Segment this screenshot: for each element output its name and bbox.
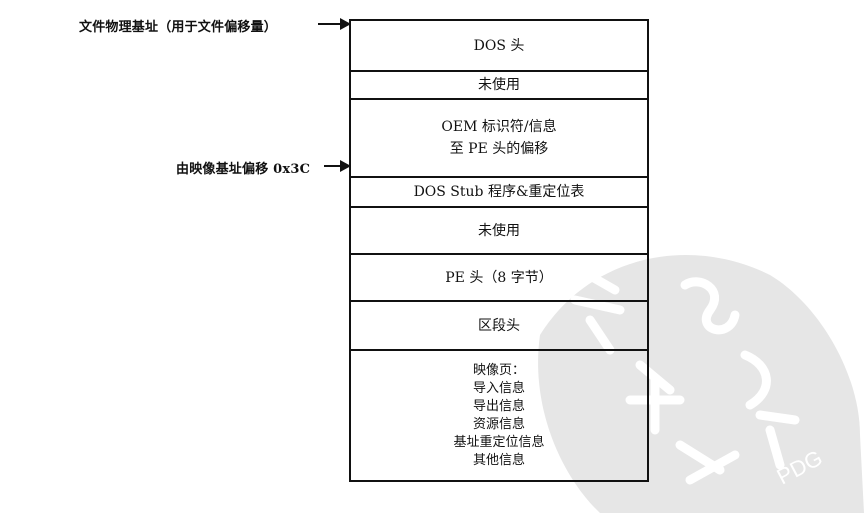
block-section-headers: 区段头 bbox=[351, 302, 647, 351]
block-oem-info-line-1: OEM 标识符/信息 bbox=[441, 119, 557, 135]
block-pe-header-line: PE 头（8 字节） bbox=[445, 269, 553, 286]
block-dos-stub: DOS Stub 程序&重定位表 bbox=[351, 178, 647, 208]
block-oem-info-line-2: 至 PE 头的偏移 bbox=[449, 141, 549, 157]
file-base-label: 文件物理基址（用于文件偏移量） bbox=[79, 20, 278, 35]
block-image-pages-line-2: 导入信息 bbox=[472, 380, 525, 396]
block-unused-1-line: 未使用 bbox=[478, 77, 520, 93]
block-image-pages-line-4: 资源信息 bbox=[472, 416, 525, 432]
block-image-pages-line-3: 导出信息 bbox=[472, 398, 525, 414]
block-unused-2: 未使用 bbox=[351, 208, 647, 255]
block-oem-info: OEM 标识符/信息 至 PE 头的偏移 bbox=[351, 100, 647, 178]
image-offset-label: 由映像基址偏移 0x3C bbox=[176, 162, 311, 177]
block-unused-1: 未使用 bbox=[351, 72, 647, 100]
block-image-pages: 映像页： 导入信息 导出信息 资源信息 基址重定位信息 其他信息 bbox=[351, 351, 647, 482]
block-pe-header: PE 头（8 字节） bbox=[351, 255, 647, 302]
watermark-text: PDG bbox=[773, 445, 827, 489]
block-image-pages-line-1: 映像页： bbox=[472, 362, 525, 378]
block-dos-header: DOS 头 bbox=[351, 21, 647, 72]
block-section-headers-line: 区段头 bbox=[478, 317, 520, 334]
pe-layout-stack: DOS 头 未使用 OEM 标识符/信息 至 PE 头的偏移 DOS Stub … bbox=[349, 19, 649, 482]
block-unused-2-line: 未使用 bbox=[478, 222, 520, 239]
block-image-pages-line-6: 其他信息 bbox=[472, 452, 525, 468]
file-base-arrow bbox=[318, 18, 351, 30]
block-dos-header-line: DOS 头 bbox=[473, 37, 525, 54]
block-image-pages-line-5: 基址重定位信息 bbox=[453, 434, 545, 450]
image-offset-arrow bbox=[324, 160, 351, 172]
block-dos-stub-line: DOS Stub 程序&重定位表 bbox=[413, 184, 585, 200]
